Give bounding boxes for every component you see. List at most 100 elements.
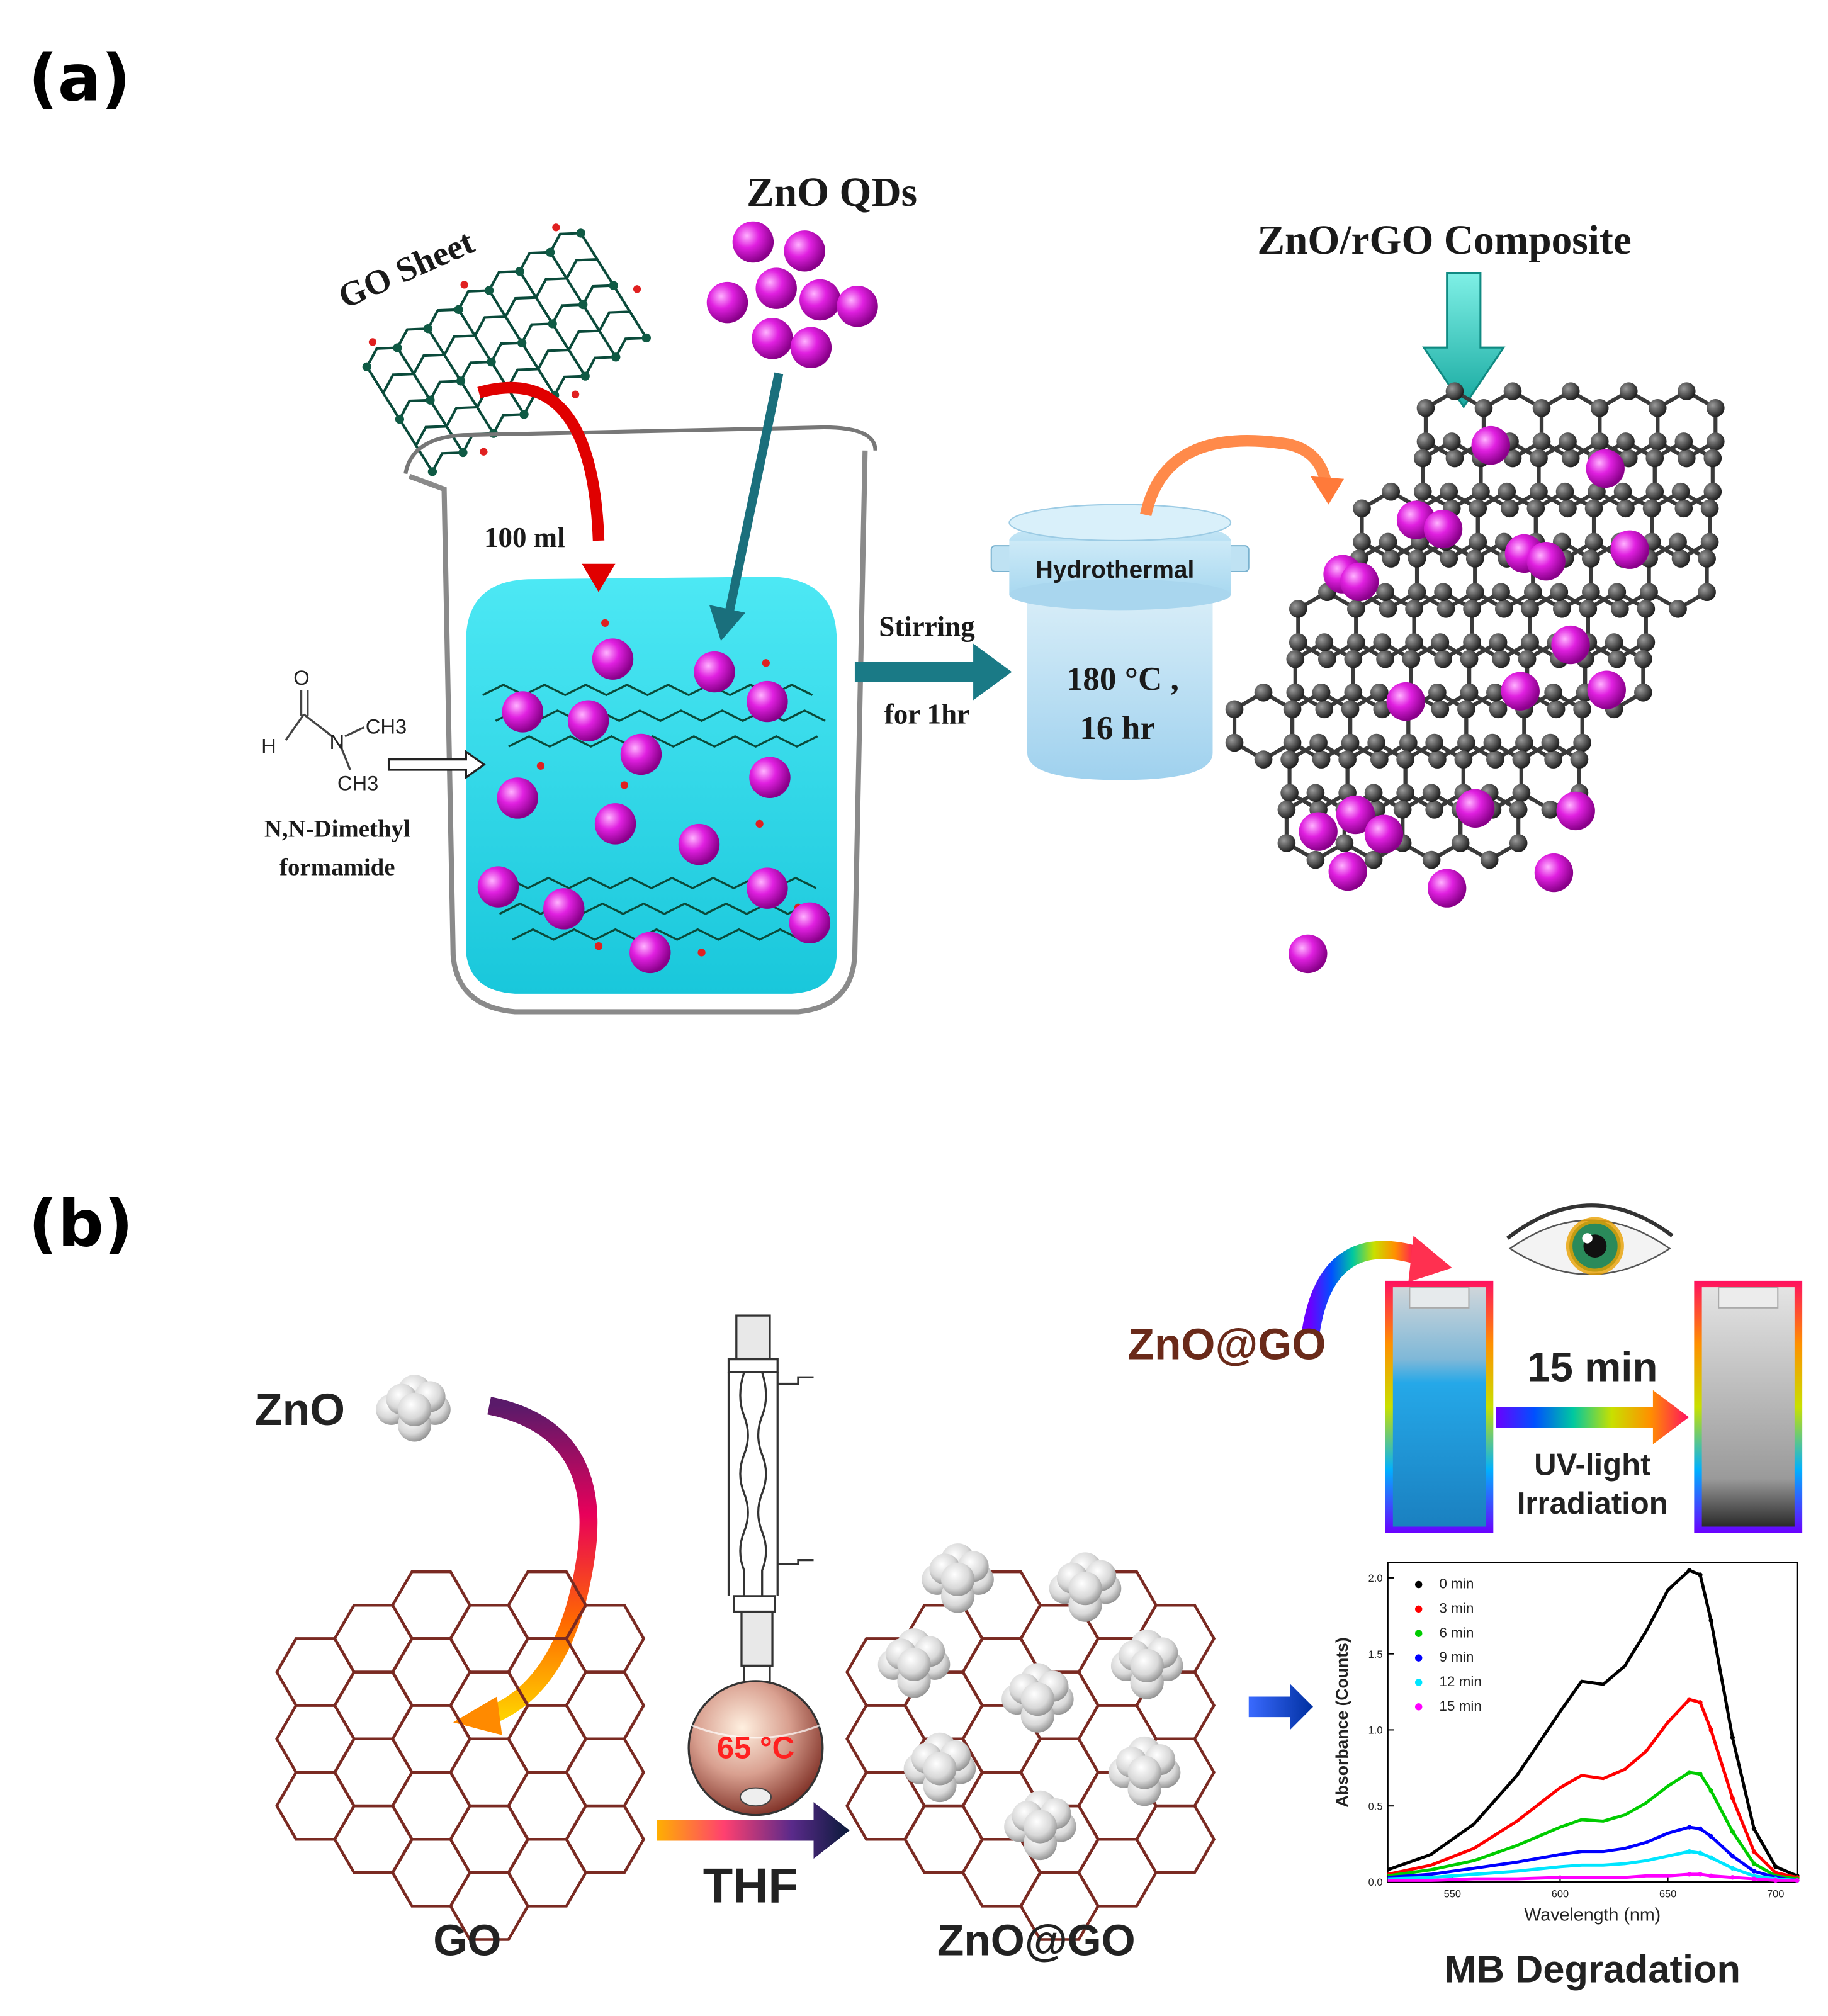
chart-point — [1698, 1872, 1703, 1877]
composite-down-arrow — [1421, 272, 1506, 408]
time-label: 15 min — [1527, 1344, 1657, 1390]
chart-x-tick-label: 700 — [1767, 1888, 1784, 1900]
orange-arrow-head — [1310, 476, 1345, 505]
composite-label: ZnO/rGO Composite — [1257, 218, 1631, 263]
chart-point — [1730, 1875, 1735, 1880]
go-sheet-graphic — [362, 223, 651, 476]
chart-point — [1751, 1826, 1757, 1832]
chart-x-axis-label: Wavelength (nm) — [1524, 1905, 1661, 1925]
panel-b-label: (b) — [28, 1187, 133, 1262]
chart-legend-marker — [1414, 1580, 1423, 1589]
dmf-o: O — [293, 666, 309, 689]
reflux-temp-label: 65 °C — [717, 1732, 794, 1765]
chart-x-tick-label: 600 — [1552, 1888, 1569, 1900]
zno-qds-label: ZnO QDs — [747, 170, 917, 215]
chart-series-line-2 — [1387, 1771, 1798, 1881]
dmf-n: N — [330, 730, 345, 753]
stirring-time-label: for 1hr — [884, 698, 969, 729]
chart-series-line-3 — [1387, 1825, 1798, 1882]
panel-a-label: (a) — [28, 42, 130, 116]
go-arrow-head — [582, 563, 616, 592]
rainbow-arc-arrow — [1301, 1241, 1419, 1335]
dmf-hollow-arrow — [387, 750, 486, 780]
uv-label-line2: Irradiation — [1517, 1487, 1668, 1521]
mb-degradation-label: MB Degradation — [1445, 1947, 1741, 1991]
qds-to-beaker-arrow — [724, 372, 784, 617]
chart-point — [1708, 1855, 1713, 1860]
uv-arrow — [1496, 1390, 1690, 1444]
chart-x-tick-label: 550 — [1444, 1888, 1461, 1900]
chart-point — [1698, 1700, 1703, 1705]
chart-point — [1751, 1869, 1757, 1874]
chart-point — [1698, 1771, 1703, 1777]
chart-y-tick-label: 1.5 — [1368, 1649, 1383, 1660]
chart-point — [1708, 1833, 1713, 1839]
rainbow-arc-head — [1408, 1236, 1452, 1282]
chart-y-tick-label: 2.0 — [1368, 1573, 1383, 1584]
stirring-arrow — [854, 643, 1012, 701]
chart-point — [1687, 1825, 1692, 1830]
chart-point — [1687, 1770, 1692, 1775]
chart-point — [1687, 1849, 1692, 1854]
cuvette-before — [1392, 1287, 1486, 1527]
chart-legend-label: 3 min — [1439, 1601, 1474, 1616]
zno-arrow-head — [453, 1696, 502, 1735]
chart-point — [1708, 1618, 1713, 1623]
go-lattice — [275, 1570, 646, 1941]
cuvette-input-label: ZnO@GO — [1128, 1320, 1326, 1369]
zno-qds-cluster — [706, 221, 878, 368]
chart-legend-marker — [1414, 1679, 1423, 1686]
chart-series-line-1 — [1387, 1698, 1798, 1879]
rgo-lattice — [1225, 382, 1725, 974]
chart-point — [1773, 1878, 1778, 1883]
chart-y-tick-label: 0.5 — [1368, 1801, 1383, 1812]
chart-point — [1730, 1866, 1735, 1871]
chart-point — [1730, 1796, 1735, 1801]
uv-label-line1: UV-light — [1534, 1448, 1650, 1482]
go-label: GO — [433, 1916, 501, 1965]
dmf-h: H — [261, 734, 276, 757]
qds-arrow-head — [709, 605, 746, 641]
chart-point — [1773, 1864, 1778, 1869]
chart-point — [1751, 1861, 1757, 1866]
thf-arrow — [657, 1802, 850, 1859]
reflux-apparatus — [727, 1314, 814, 1687]
chart-x-tick-label: 650 — [1659, 1888, 1676, 1900]
thf-label: THF — [703, 1859, 798, 1913]
to-chart-arrow — [1248, 1683, 1314, 1730]
volume-label: 100 ml — [484, 522, 565, 553]
chart-legend-label: 6 min — [1439, 1625, 1474, 1640]
chart-legend-label: 9 min — [1439, 1649, 1474, 1665]
cuvette-after — [1701, 1287, 1795, 1527]
zno-clouds-on-go — [877, 1543, 1183, 1861]
chart-point — [1698, 1850, 1703, 1856]
chart-point — [1708, 1873, 1713, 1879]
dmf-name-line1: N,N-Dimethyl — [264, 815, 410, 842]
chart-point — [1730, 1735, 1735, 1740]
chart-point — [1698, 1826, 1703, 1832]
chart-point — [1708, 1788, 1713, 1793]
chart-y-axis-label: Absorbance (Counts) — [1333, 1637, 1351, 1807]
chart-y-tick-label: 1.0 — [1368, 1725, 1383, 1737]
chart-legend-label: 12 min — [1439, 1674, 1482, 1689]
chart-point — [1687, 1697, 1692, 1702]
chart-series-line-5 — [1387, 1872, 1797, 1882]
zno-particles-in-beaker — [477, 638, 831, 974]
hydrothermal-vessel — [990, 504, 1250, 780]
chart-legend-marker — [1414, 1605, 1423, 1613]
round-bottom-flask — [687, 1680, 824, 1816]
duration-label: 16 hr — [1080, 709, 1155, 746]
eye-icon — [1506, 1203, 1674, 1275]
stirring-label: Stirring — [879, 611, 975, 642]
dmf-ch3-b: CH3 — [337, 772, 378, 795]
zno-to-go-arrow — [485, 1397, 598, 1725]
chart-point — [1698, 1572, 1703, 1577]
dmf-name-line2: formamide — [279, 854, 395, 881]
go-sheet-label: GO Sheet — [332, 222, 480, 316]
chart-legend-marker — [1414, 1703, 1423, 1711]
chart-legend-marker — [1414, 1630, 1423, 1637]
chart-point — [1795, 1878, 1800, 1883]
